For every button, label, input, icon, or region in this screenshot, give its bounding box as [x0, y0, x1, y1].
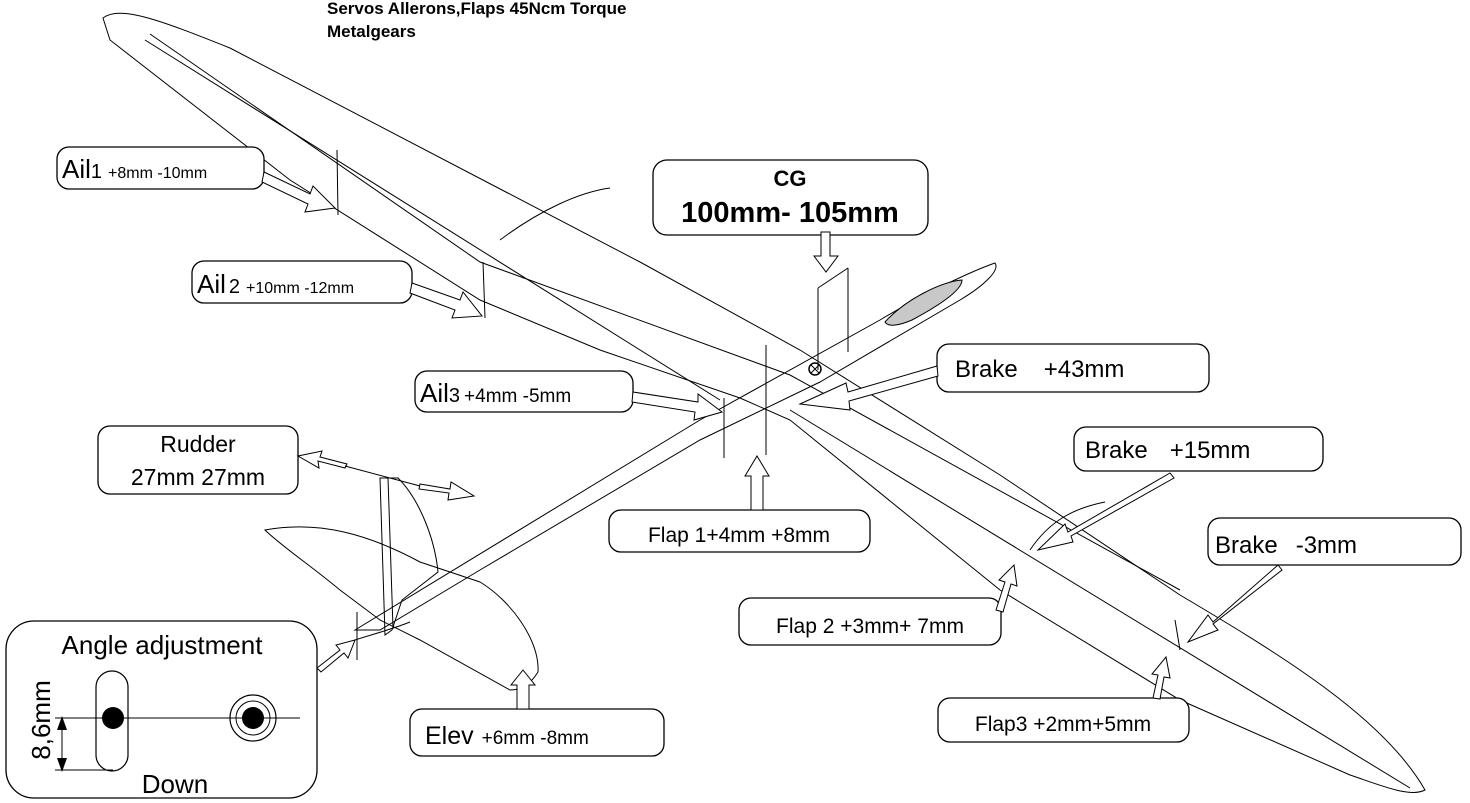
elev-name: Elev [425, 722, 474, 750]
flap3-label: Flap3 +2mm+5mm [975, 713, 1151, 736]
rudder-hinge [387, 477, 394, 629]
ail2-name: Ail [197, 269, 226, 299]
aileron-1-callout: Ail1 +8mm -10mm [56, 146, 337, 213]
flap-3-callout: Flap3 +2mm+5mm [937, 655, 1190, 743]
brake-1-callout: Brake +43mm [798, 343, 1210, 411]
svg-text:Brake+15mm: Brake +15mm [1085, 437, 1250, 464]
ail2-arrow [409, 282, 483, 319]
svg-text:Brake-3mm: Brake -3mm [1215, 532, 1357, 559]
flap1-label: Flap 1+4mm +8mm [648, 524, 830, 547]
brake1-value: +43mm [1044, 356, 1125, 383]
ail3-num: 3 [449, 385, 460, 407]
brake-3-callout: Brake -3mm [1186, 517, 1462, 644]
flap2-label: Flap 2 +3mm+ 7mm [776, 615, 964, 638]
canopy [884, 279, 963, 326]
flap2-arrow [995, 563, 1018, 613]
wing-rib-line [149, 33, 1181, 591]
cg-lines [817, 267, 849, 370]
ail1-arrow [261, 171, 337, 213]
rudder-values: 27mm 27mm [131, 464, 265, 490]
vertical-fin [379, 477, 439, 636]
cg-callout: CG 100mm- 105mm [652, 159, 929, 273]
cg-arrow [813, 231, 839, 273]
ail3-name: Ail [420, 378, 449, 408]
main-wing [102, 12, 1426, 793]
ail3-arrow [631, 391, 724, 421]
elev-arrow [509, 669, 537, 710]
svg-text:Ail3+4mm -5mm: Ail3+4mm -5mm [420, 378, 571, 408]
flap1-arrow [744, 455, 770, 511]
header-metalgears: Metalgears [327, 22, 416, 41]
flap-divider-3 [1174, 619, 1181, 651]
header-servos: Servos Allerons,Flaps 45Ncm Torque [327, 0, 626, 18]
flap-1-callout: Flap 1+4mm +8mm [608, 455, 871, 553]
svg-text:Elev+6mm -8mm: Elev +6mm -8mm [425, 722, 589, 750]
brake3-label: Brake [1215, 532, 1278, 559]
ail2-values: +10mm -12mm [246, 280, 354, 297]
brake2-value: +15mm [1170, 437, 1251, 464]
ail1-name: Ail [62, 154, 91, 184]
brake2-arrow [1036, 472, 1175, 551]
aileron-divider-1 [336, 149, 339, 216]
rudder-arrow-right [418, 481, 476, 501]
aileron-divider-2b [499, 187, 611, 241]
elevator-callout: Elev +6mm -8mm [409, 669, 665, 757]
cg-value: 100mm- 105mm [681, 197, 899, 229]
ail1-values: +8mm -10mm [108, 165, 207, 182]
svg-text:Ail1+8mm -10mm: Ail1 +8mm -10mm [62, 154, 207, 184]
horizontal-stabilizer [263, 526, 539, 691]
brake2-label: Brake [1085, 437, 1148, 464]
wing-hinge-line-left [144, 39, 721, 401]
flap3-arrow [1151, 655, 1171, 700]
ail1-num: 1 [91, 161, 102, 183]
rudder-callout: Rudder 27mm 27mm [97, 425, 476, 501]
cg-title: CG [774, 166, 807, 191]
ail3-values: +4mm -5mm [464, 386, 571, 407]
angle-dimension: 8,6mm [26, 680, 56, 759]
brake-2-callout: Brake +15mm [1036, 426, 1324, 551]
brake3-arrow [1186, 564, 1283, 644]
aileron-divider-2 [482, 261, 486, 319]
tail-cone [354, 621, 411, 641]
wing-hinge-line-right [789, 409, 1411, 789]
elev-values: +6mm -8mm [482, 728, 589, 749]
brake3-value: -3mm [1296, 532, 1357, 559]
glider-outline [102, 12, 1426, 793]
brake1-label: Brake [955, 356, 1018, 383]
angle-arrow [316, 639, 356, 673]
flap-divider-2 [1029, 501, 1106, 551]
angle-adjustment-callout: Angle adjustment Down 8,6mm [5, 620, 356, 799]
brake1-arrow [798, 365, 939, 411]
flap-2-callout: Flap 2 +3mm+ 7mm [738, 563, 1018, 646]
rudder-arrow-left [296, 450, 348, 469]
rudder-title: Rudder [160, 431, 236, 457]
ail2-num: 2 [229, 276, 240, 298]
aileron-3-callout: Ail3+4mm -5mm [414, 370, 724, 421]
svg-text:Brake+43mm: Brake +43mm [955, 356, 1124, 383]
angle-title: Angle adjustment [62, 630, 264, 660]
angle-direction: Down [142, 769, 208, 799]
